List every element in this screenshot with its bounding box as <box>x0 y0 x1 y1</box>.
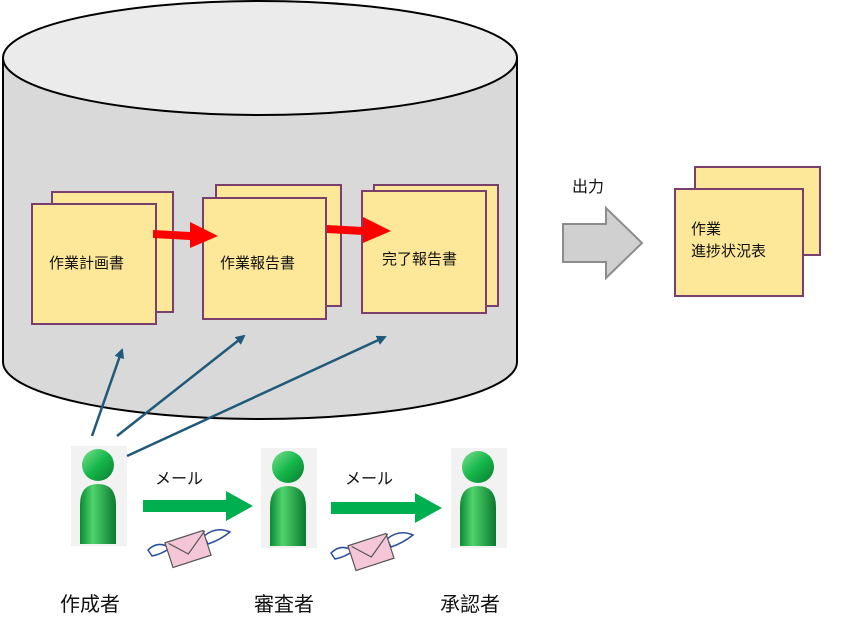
document-work-report-label: 作業報告書 <box>220 254 296 272</box>
progress-report[interactable] <box>674 188 804 297</box>
blue-arrow-to-completion <box>126 335 387 458</box>
blue-arrow-to-plan <box>90 348 125 437</box>
document-plan[interactable] <box>31 203 157 325</box>
creator-icon <box>80 449 116 544</box>
mail-envelope-icon-1 <box>147 529 232 569</box>
cylinder-top <box>2 0 518 116</box>
role-label-approver: 承認者 <box>440 592 500 616</box>
role-label-reviewer: 審査者 <box>254 592 314 616</box>
document-completion-report-label: 完了報告書 <box>382 250 458 268</box>
progress-report-label-line2: 進捗状況表 <box>691 242 767 260</box>
progress-report-label-line1: 作業 <box>691 220 722 238</box>
red-arrow-plan-to-report <box>153 222 218 248</box>
output-label: 出力 <box>572 177 605 196</box>
mail-envelope-icon-2 <box>330 532 415 572</box>
document-work-report[interactable] <box>202 197 327 320</box>
mail-label-2: メール <box>345 469 394 488</box>
green-arrow-reviewer-to-approver <box>331 493 442 523</box>
role-label-creator: 作成者 <box>60 592 120 616</box>
green-arrow-creator-to-reviewer <box>143 491 253 521</box>
document-completion-report[interactable] <box>361 190 487 314</box>
mail-label-1: メール <box>155 469 204 488</box>
approver-icon <box>460 451 496 546</box>
reviewer-icon <box>270 451 306 546</box>
output-arrow <box>562 205 644 281</box>
blue-arrow-to-work-report <box>116 334 246 437</box>
document-plan-label: 作業計画書 <box>49 254 125 272</box>
red-arrow-report-to-completion <box>327 217 391 243</box>
